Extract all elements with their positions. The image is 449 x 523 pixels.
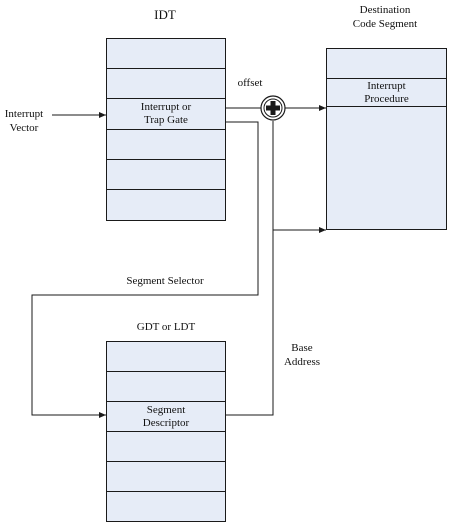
segment-descriptor-entry: Segment Descriptor — [107, 402, 225, 432]
interrupt-procedure-line2: Procedure — [364, 93, 409, 105]
gdt-table: Segment Descriptor — [106, 341, 226, 522]
adder-icon — [260, 95, 286, 121]
segment-descriptor-line2: Descriptor — [142, 417, 190, 429]
interrupt-vector-label: Interrupt Vector — [0, 107, 48, 135]
destination-title-line1: Destination — [359, 4, 411, 16]
idt-gate-line2: Trap Gate — [144, 114, 188, 126]
interrupt-procedure-entry: Interrupt Procedure — [327, 79, 446, 107]
idt-entry — [107, 39, 225, 69]
gdt-entry — [107, 462, 225, 492]
idt-entry — [107, 190, 225, 220]
gdt-entry — [107, 432, 225, 462]
offset-label: offset — [237, 77, 263, 89]
base-address-path — [226, 121, 274, 416]
idt-gate-entry: Interrupt or Trap Gate — [107, 99, 225, 130]
gdt-entry — [107, 372, 225, 402]
gdt-entry — [107, 342, 225, 372]
base-address-label: Base Address — [276, 341, 328, 369]
idt-title: IDT — [154, 7, 176, 22]
interrupt-procedure-line1: Interrupt — [367, 80, 406, 92]
segment-descriptor-line1: Segment — [146, 404, 186, 416]
destination-code-segment-title: Destination Code Segment — [335, 3, 435, 31]
idt-gate-line1: Interrupt or — [140, 101, 192, 113]
idt-table: Interrupt or Trap Gate — [106, 38, 226, 221]
gdt-entry — [107, 492, 225, 521]
idt-entry — [107, 69, 225, 99]
segment-selector-path — [31, 121, 259, 418]
base-address-line2: Address — [283, 356, 321, 368]
gdt-ldt-title: GDT or LDT — [136, 321, 196, 333]
code-segment-entry — [327, 49, 446, 79]
idt-entry — [107, 160, 225, 190]
base-address-line1: Base — [291, 342, 313, 354]
interrupt-vector-line2: Vector — [9, 122, 39, 134]
segment-selector-label: Segment Selector — [126, 275, 204, 287]
idt-entry — [107, 130, 225, 160]
code-segment-box: Interrupt Procedure — [326, 48, 447, 230]
destination-title-line2: Code Segment — [352, 18, 418, 30]
interrupt-vector-line1: Interrupt — [4, 108, 44, 120]
